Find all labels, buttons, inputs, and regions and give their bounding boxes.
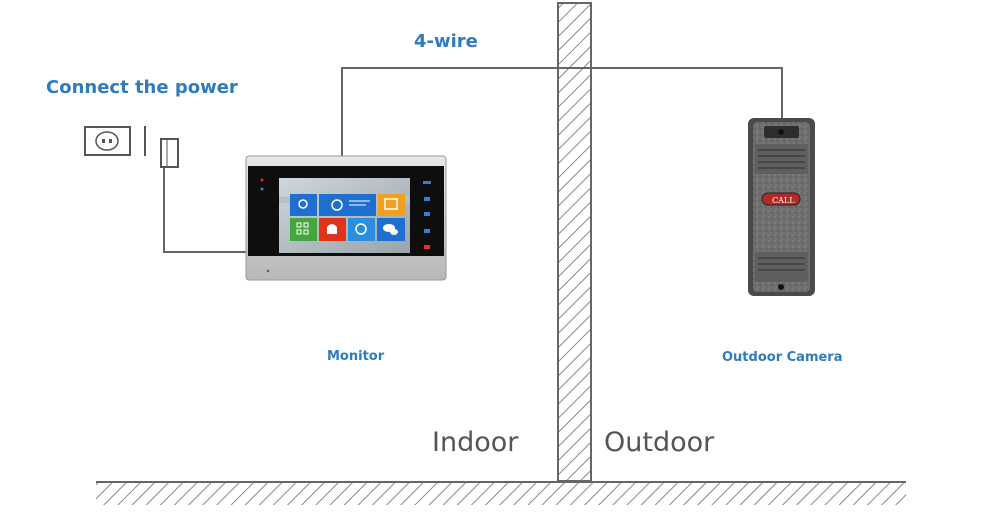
- intercom-icon: [348, 218, 375, 241]
- call-button: CALL: [761, 192, 801, 206]
- power-label: Connect the power: [46, 77, 238, 98]
- monitor-side-buttons: [423, 181, 431, 249]
- apps-grid-icon: [290, 218, 317, 241]
- photo-icon: [378, 194, 405, 216]
- power-outlet-icon: [84, 126, 131, 156]
- ground: [96, 481, 906, 505]
- alarm-icon: [319, 218, 346, 241]
- indoor-label: Indoor: [432, 427, 519, 458]
- four-wire-cable: [341, 67, 783, 156]
- svg-text:CALL: CALL: [772, 196, 795, 205]
- outdoor-camera: CALL: [748, 118, 815, 296]
- outdoor-label: Outdoor: [604, 427, 715, 458]
- power-adapter-icon: [160, 138, 179, 168]
- lower-grille: [758, 257, 805, 271]
- camera-label: Outdoor Camera: [722, 350, 843, 365]
- speaker-grille: [758, 149, 805, 169]
- wall: [557, 2, 592, 482]
- monitor-label: Monitor: [327, 349, 385, 364]
- alarm-clock-icon: [319, 194, 376, 216]
- wire-label: 4-wire: [414, 31, 478, 52]
- power-cable: [163, 166, 246, 253]
- indoor-monitor: [245, 155, 447, 281]
- messages-icon: [377, 218, 405, 241]
- settings-icon: [290, 194, 317, 216]
